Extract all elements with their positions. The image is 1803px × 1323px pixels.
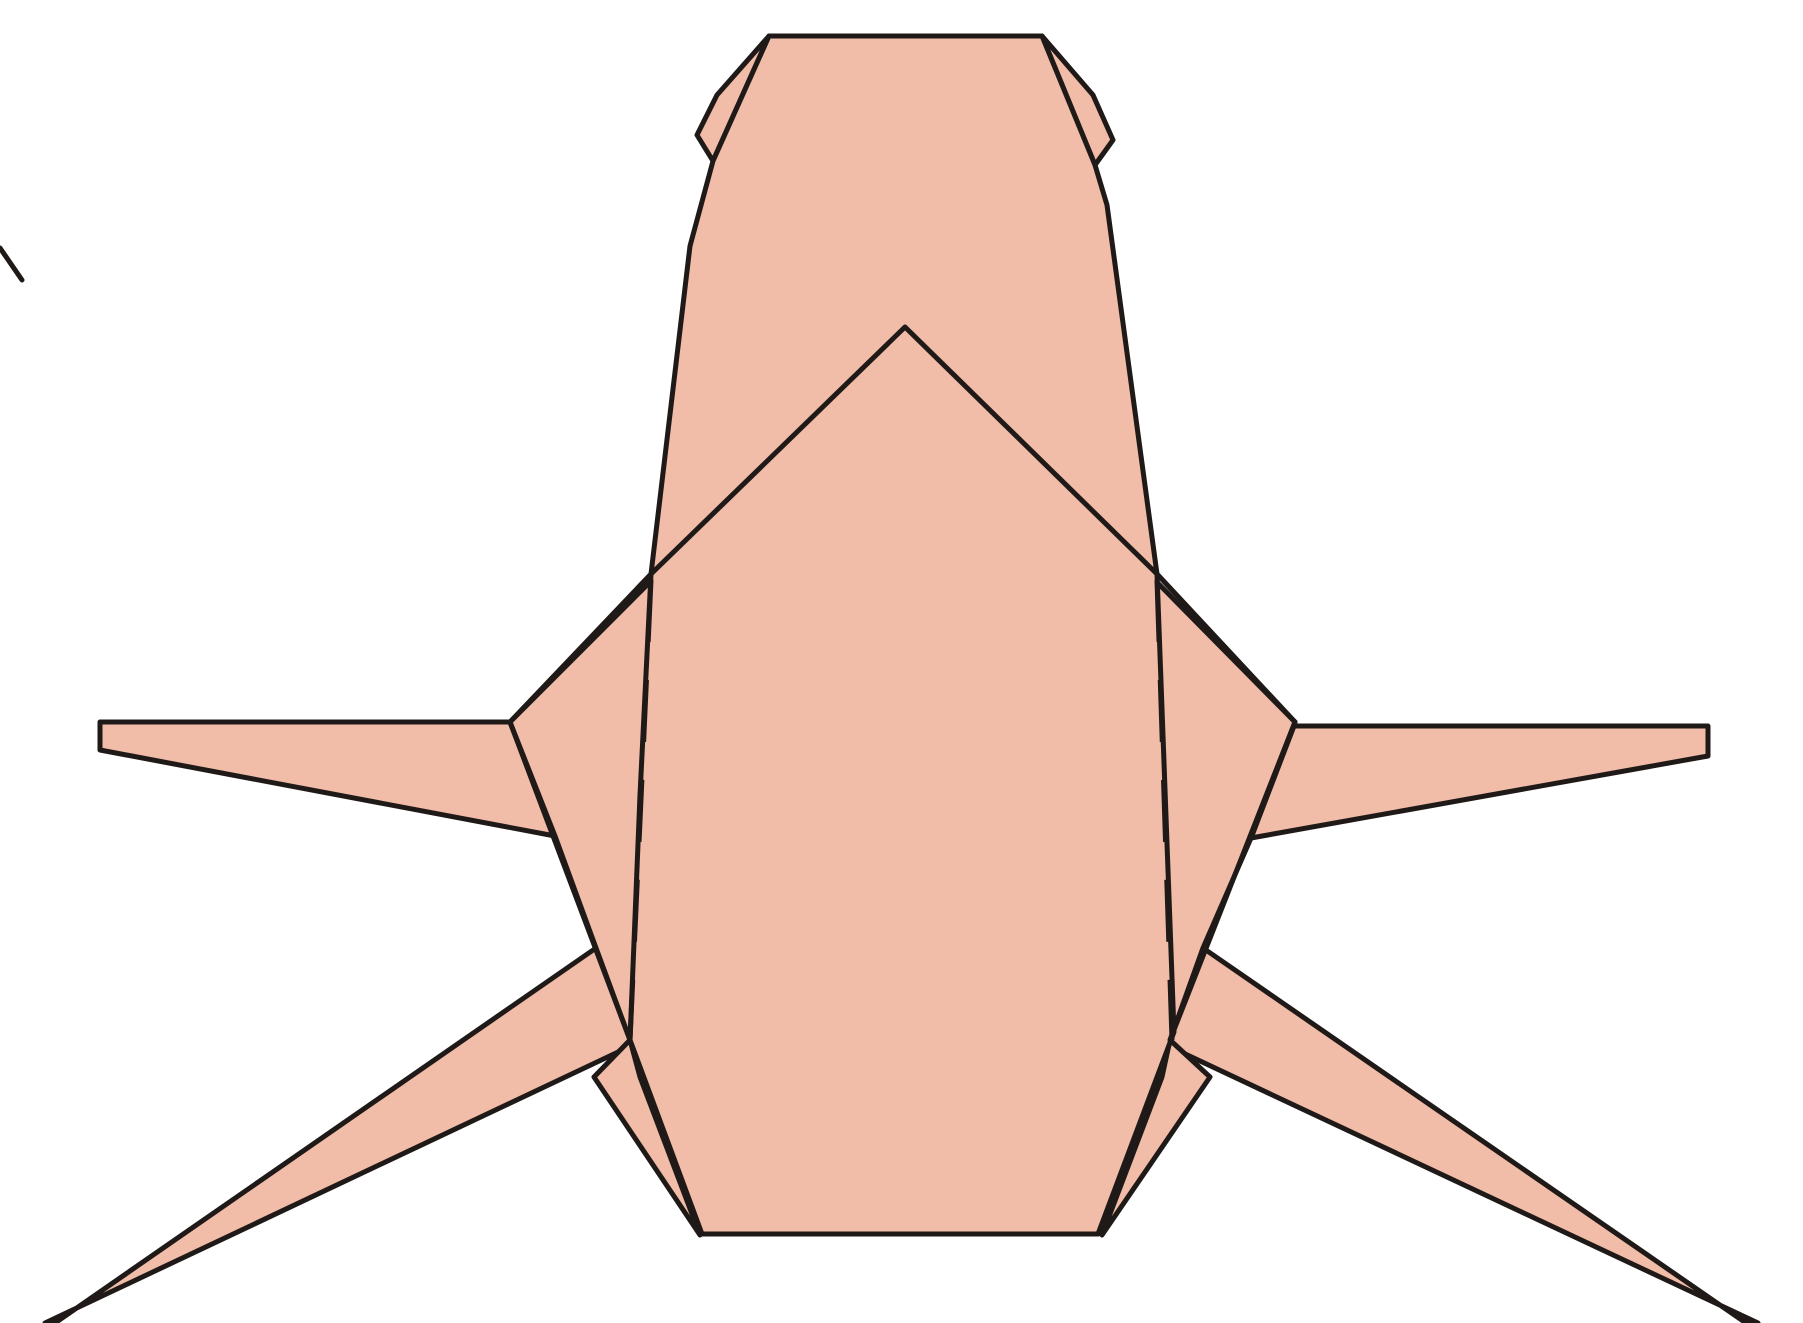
lower-right-leg [1166,948,1758,1323]
body-column [630,36,1174,1234]
upper-right-leg [1251,726,1708,838]
arrow-tip-icon [0,248,22,280]
upper-left-leg [100,722,555,836]
lower-left-leg [45,948,633,1323]
